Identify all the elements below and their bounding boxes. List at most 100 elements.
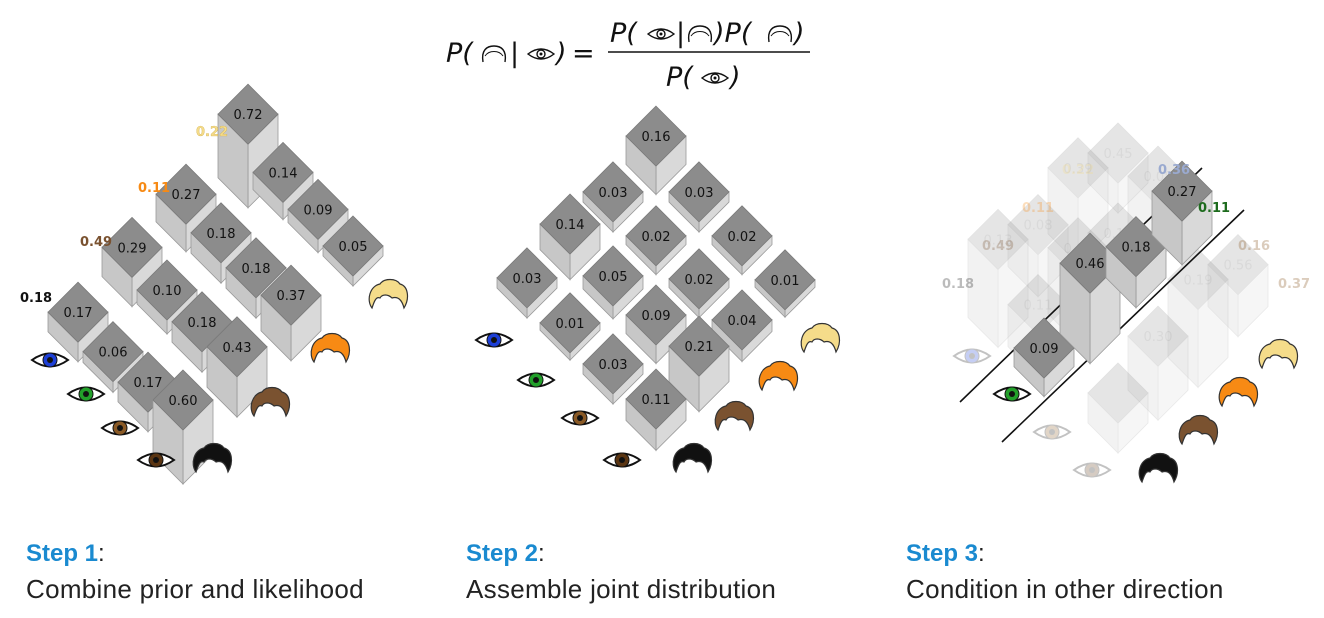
hair-shape — [368, 278, 409, 310]
box-top-face — [625, 105, 687, 167]
box-value-label: 0.37 — [277, 289, 306, 304]
faded-eye-marginal: 0.37 — [1278, 277, 1310, 292]
box-value-label: 0.05 — [599, 270, 628, 285]
value-box: 0.14 — [539, 193, 601, 281]
box-value-label: 0.43 — [223, 341, 252, 356]
eye-pupil — [1049, 429, 1055, 435]
hair-shape — [310, 332, 351, 364]
box-top-face — [625, 284, 687, 346]
box-value-label: 0.11 — [1024, 299, 1053, 314]
formula-num-close: ) — [792, 18, 805, 49]
box-top-face — [1007, 194, 1069, 256]
hair-shape — [192, 442, 233, 474]
box-top-face — [668, 315, 730, 377]
faded-prior-label: 0.22 — [1062, 163, 1094, 178]
box-value-label: 0.17 — [64, 306, 93, 321]
box-top-face — [496, 247, 558, 309]
formula-lhs-p: P( — [446, 38, 474, 69]
box-value-label: 0.13 — [984, 233, 1013, 248]
box-top-face — [539, 193, 601, 255]
value-box: 0.03 — [582, 333, 644, 406]
box-top-face — [1047, 137, 1109, 199]
formula-den-close: ) — [728, 62, 741, 93]
hair-shape — [250, 386, 291, 418]
eye-iris — [1044, 424, 1060, 440]
value-box: 0.09 — [625, 284, 687, 365]
formula-svg: P( | ) = P( | — [446, 18, 810, 93]
box-top-face — [152, 369, 214, 431]
box-value-label: 0.06 — [99, 346, 128, 361]
brown-eye-icon — [1032, 424, 1072, 440]
brown-hair-icon — [1178, 414, 1219, 446]
faded-prior-label: 0.11 — [1022, 201, 1054, 216]
hair-shape — [1138, 452, 1179, 484]
eye-pupil — [117, 425, 123, 431]
eye-pupil — [577, 415, 583, 421]
value-box: 0.02 — [625, 205, 687, 276]
blonde-hair-icon — [368, 278, 409, 310]
box-value-label: 0.11 — [642, 393, 671, 408]
step3-caption: Step 3: Condition in other direction — [906, 540, 1324, 605]
box-value-label: 0.14 — [556, 218, 585, 233]
eye-iris — [964, 348, 980, 364]
value-box: 0.02 — [668, 248, 730, 319]
value-box: 0.13 — [967, 208, 1029, 349]
blue-eye-icon — [474, 332, 514, 348]
box-value-label: 0.27 — [172, 188, 201, 203]
value-box: 0.60 — [152, 369, 214, 485]
step3-colon: : — [978, 540, 985, 567]
box-right-face — [1157, 335, 1189, 422]
step3-description: Condition in other direction — [906, 574, 1224, 604]
faded-eye-marginal: 0.16 — [1238, 239, 1270, 254]
box-value-label: 0.19 — [1184, 273, 1213, 288]
box-value-label: 0.04 — [728, 314, 757, 329]
box-value-label: 0.03 — [599, 358, 628, 373]
box-value-label: 0.18 — [242, 262, 271, 277]
box-top-face — [1151, 160, 1213, 222]
green-eye-icon — [992, 386, 1032, 402]
eye-outline — [1032, 424, 1072, 440]
box-value-label: 0.03 — [513, 272, 542, 287]
box-left-face — [1167, 278, 1199, 389]
box-top-face — [754, 249, 816, 311]
box-value-label: 0.16 — [642, 130, 671, 145]
box-value-label: 0.03 — [599, 186, 628, 201]
value-box: 0.05 — [322, 215, 384, 287]
black-hair-icon — [192, 442, 233, 474]
step3-panel: 0.450.390.080.080.130.130.030.560.110.19… — [942, 122, 1310, 484]
box-top-face — [260, 264, 322, 326]
value-box: 0.46 — [1059, 232, 1121, 365]
value-box: 0.18 — [1105, 216, 1167, 309]
value-box: 0.11 — [625, 368, 687, 452]
box-value-label: 0.39 — [1064, 162, 1093, 177]
dark-brown-eye-icon — [1072, 462, 1112, 478]
condition-line-lower — [1001, 209, 1245, 443]
box-value-label: 0.02 — [685, 273, 714, 288]
box-right-face — [1197, 278, 1229, 389]
formula-lhs-bar: | — [510, 38, 519, 69]
box-top-face — [1207, 234, 1269, 296]
value-box: 0.72 — [217, 83, 279, 209]
box-right-face — [1117, 152, 1149, 214]
value-box: 0.03 — [668, 161, 730, 234]
step1-label: Step 1 — [26, 540, 99, 567]
orange-hair-icon — [1218, 376, 1259, 408]
box-top-face — [711, 289, 773, 351]
box-value-label: 0.72 — [234, 108, 263, 123]
box-value-label: 0.27 — [1168, 185, 1197, 200]
formula-lhs-close: ) — [554, 38, 567, 69]
box-top-face — [206, 316, 268, 378]
orange-hair-icon — [310, 332, 351, 364]
hair-shape — [800, 322, 841, 354]
dark-brown-eye-icon — [136, 452, 176, 468]
step2-colon: : — [538, 540, 545, 567]
hair-shape — [1258, 338, 1299, 370]
step2-label: Step 2 — [466, 540, 539, 567]
box-value-label: 0.02 — [642, 230, 671, 245]
prior-label: 0.11 — [138, 181, 170, 196]
box-value-label: 0.03 — [685, 186, 714, 201]
box-value-label: 0.18 — [1122, 241, 1151, 256]
value-box: 0.08 — [1007, 194, 1069, 298]
blonde-hair-icon — [1258, 338, 1299, 370]
